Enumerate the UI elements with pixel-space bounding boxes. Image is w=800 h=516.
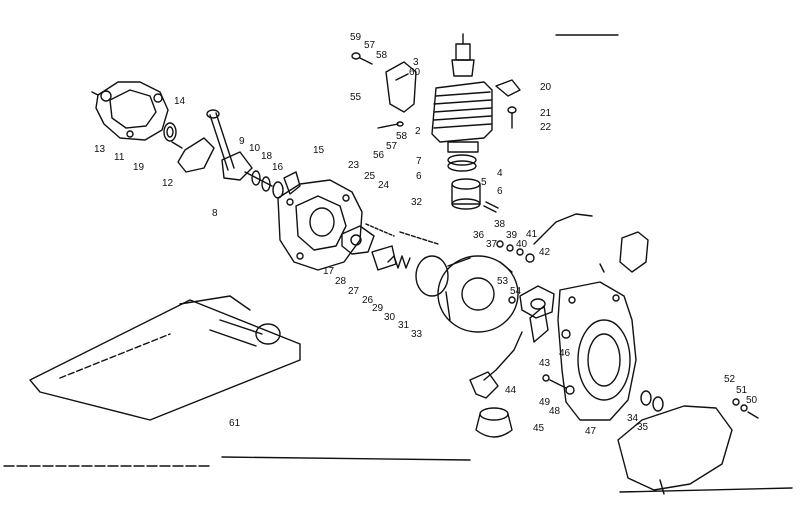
crankshaft-washers bbox=[251, 170, 301, 199]
callout-44: 44 bbox=[505, 385, 517, 396]
callout-46: 46 bbox=[559, 348, 571, 359]
bushing-part bbox=[640, 390, 664, 412]
callout-5: 5 bbox=[481, 177, 487, 188]
bolt-part bbox=[542, 374, 575, 395]
callout-31: 31 bbox=[398, 320, 410, 331]
wrist-pin-part bbox=[483, 201, 499, 213]
callout-52: 52 bbox=[724, 374, 736, 385]
callout-33: 33 bbox=[411, 329, 423, 340]
starter-rope-part bbox=[483, 305, 571, 381]
ignition-lead-part bbox=[399, 231, 439, 245]
cylinder-part bbox=[431, 81, 493, 153]
callout-2: 2 bbox=[415, 126, 421, 137]
callout-14: 14 bbox=[174, 96, 186, 107]
callout-47: 47 bbox=[585, 426, 597, 437]
callout-37: 37 bbox=[486, 239, 498, 250]
starter-handle-part bbox=[469, 371, 499, 399]
callout-42: 42 bbox=[539, 247, 551, 258]
callout-30: 30 bbox=[384, 312, 396, 323]
callout-58b: 58 bbox=[396, 131, 408, 142]
crankshaft-part bbox=[171, 109, 273, 187]
cup-part bbox=[475, 407, 513, 438]
callout-18: 18 bbox=[261, 151, 273, 162]
callout-15: 15 bbox=[313, 145, 325, 156]
head-gasket-part bbox=[495, 79, 521, 97]
callout-57b: 57 bbox=[386, 141, 398, 152]
bracket-part bbox=[599, 231, 649, 273]
callout-21: 21 bbox=[540, 108, 552, 119]
tank-part bbox=[617, 398, 759, 495]
callout-48: 48 bbox=[549, 406, 561, 417]
starter-housing-part bbox=[557, 281, 637, 421]
screw-56-part bbox=[377, 121, 404, 129]
crankcase-half-part bbox=[91, 81, 169, 141]
callout-58: 58 bbox=[376, 50, 388, 61]
bottom-center-rule bbox=[221, 456, 471, 461]
screw-part bbox=[507, 106, 517, 129]
callout-39: 39 bbox=[506, 230, 518, 241]
callout-10: 10 bbox=[249, 143, 261, 154]
flywheel-part bbox=[415, 255, 519, 333]
clutch-part bbox=[508, 285, 555, 319]
manual-part bbox=[29, 295, 301, 421]
callout-57: 57 bbox=[364, 40, 376, 51]
callout-34: 34 bbox=[627, 413, 639, 424]
callout-29: 29 bbox=[372, 303, 384, 314]
ignition-wire-part bbox=[533, 213, 593, 245]
callout-51: 51 bbox=[736, 385, 748, 396]
reed-valve-part bbox=[341, 223, 395, 255]
callout-61: 61 bbox=[229, 418, 241, 429]
callout-45: 45 bbox=[533, 423, 545, 434]
callout-50: 50 bbox=[746, 395, 758, 406]
callout-28: 28 bbox=[335, 276, 347, 287]
callout-49: 49 bbox=[539, 397, 551, 408]
callout-54: 54 bbox=[510, 286, 522, 297]
callout-24: 24 bbox=[378, 180, 390, 191]
callout-8: 8 bbox=[212, 208, 218, 219]
callout-13: 13 bbox=[94, 144, 106, 155]
callout-17: 17 bbox=[323, 266, 335, 277]
callout-22: 22 bbox=[540, 122, 552, 133]
callout-26: 26 bbox=[362, 295, 374, 306]
callout-41: 41 bbox=[526, 229, 538, 240]
callout-40: 40 bbox=[516, 239, 528, 250]
deflector-part bbox=[385, 61, 417, 113]
bearing-part bbox=[163, 122, 177, 142]
callout-53: 53 bbox=[497, 276, 509, 287]
bottom-right-rule bbox=[619, 487, 793, 493]
spring-part bbox=[387, 255, 411, 269]
callout-19: 19 bbox=[133, 162, 145, 173]
piston-rings-part bbox=[447, 154, 477, 172]
callout-55: 55 bbox=[350, 92, 362, 103]
callout-36: 36 bbox=[473, 230, 485, 241]
callout-6b: 6 bbox=[497, 186, 503, 197]
callout-7: 7 bbox=[416, 156, 422, 167]
piston-part bbox=[451, 178, 481, 210]
callout-59: 59 bbox=[350, 32, 362, 43]
callout-16: 16 bbox=[272, 162, 284, 173]
callout-32: 32 bbox=[411, 197, 423, 208]
callout-9: 9 bbox=[239, 136, 245, 147]
fastener-cluster-part bbox=[496, 240, 535, 263]
callout-56: 56 bbox=[373, 150, 385, 161]
callout-6: 6 bbox=[416, 171, 422, 182]
sleeve-part bbox=[371, 245, 397, 271]
callout-23: 23 bbox=[348, 160, 360, 171]
callout-12: 12 bbox=[162, 178, 174, 189]
callout-4: 4 bbox=[497, 168, 503, 179]
crankcase-part bbox=[277, 179, 363, 271]
callout-27: 27 bbox=[348, 286, 360, 297]
callout-3: 3 bbox=[413, 57, 419, 68]
screw-59-part bbox=[351, 52, 373, 65]
callout-60: 60 bbox=[409, 67, 421, 78]
callout-25: 25 bbox=[364, 171, 376, 182]
callout-35: 35 bbox=[637, 422, 649, 433]
callout-11: 11 bbox=[114, 152, 125, 163]
spark-plug-part bbox=[451, 33, 475, 77]
callout-43: 43 bbox=[539, 358, 551, 369]
callout-20: 20 bbox=[540, 82, 552, 93]
callout-38: 38 bbox=[494, 219, 506, 230]
